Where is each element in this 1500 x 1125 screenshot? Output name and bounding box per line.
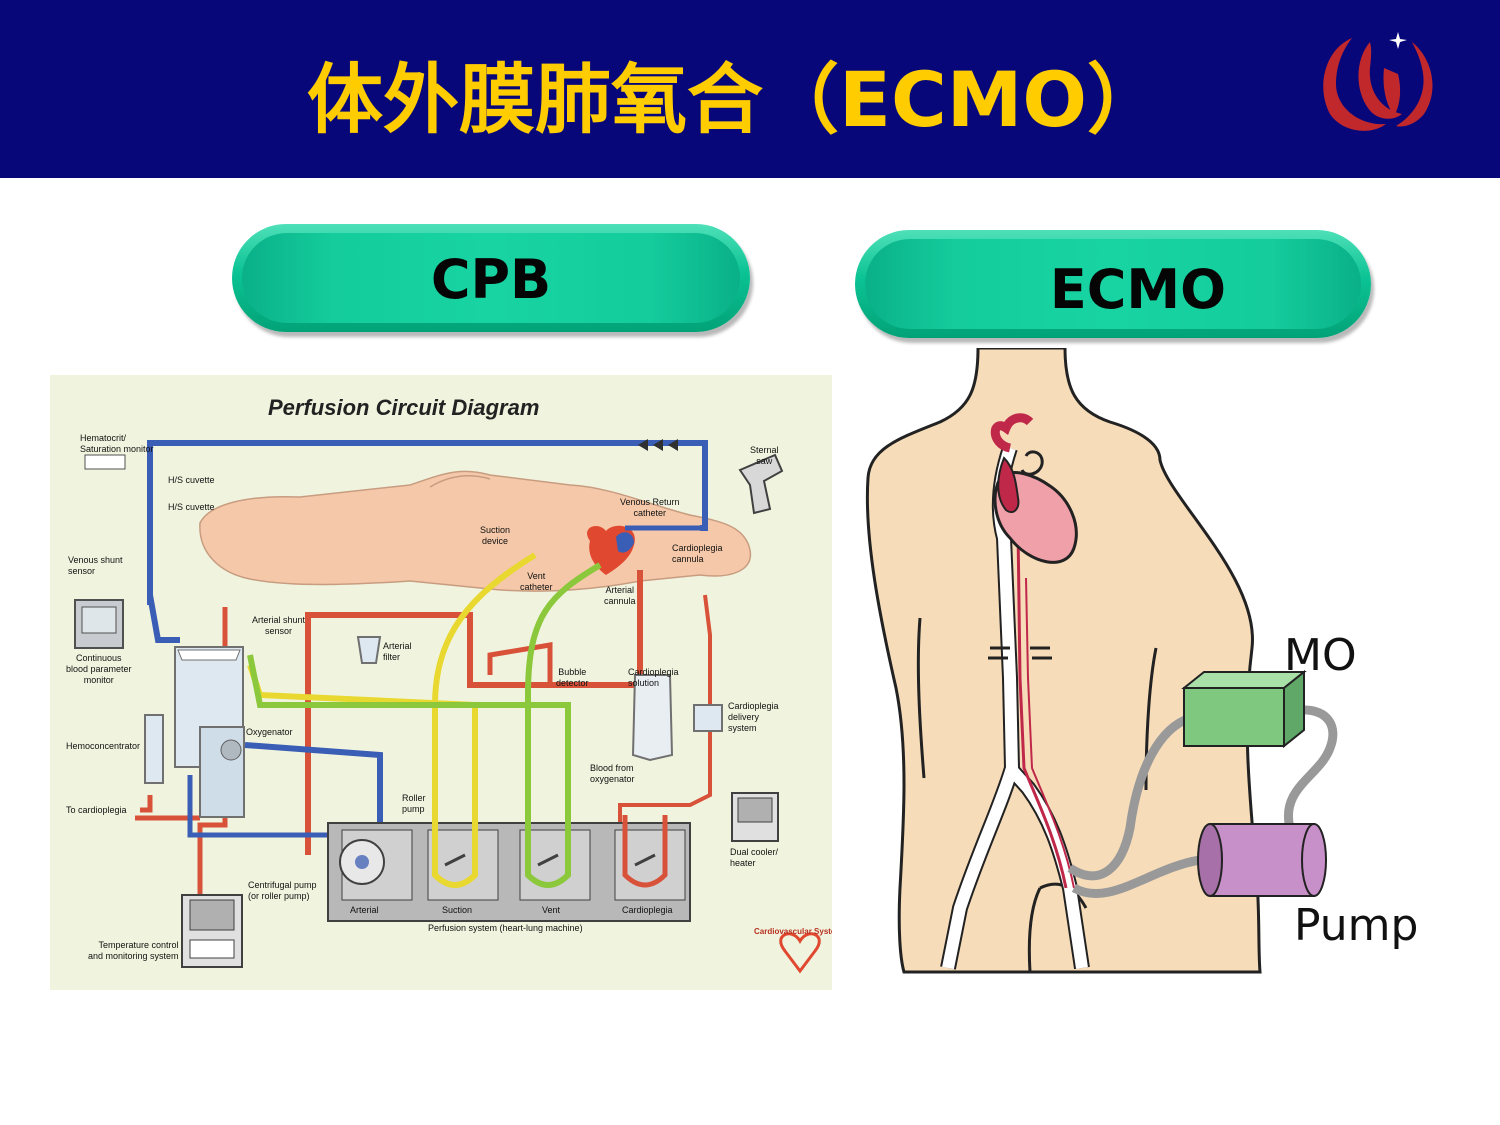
cpb-label-pill: CPB	[232, 224, 750, 332]
label-perfusion-system: Perfusion system (heart-lung machine)	[428, 923, 583, 933]
label-dual-cooler: Dual cooler/heater	[730, 847, 779, 868]
label-to-cardioplegia: To cardioplegia	[66, 805, 127, 815]
perfusion-circuit-diagram: Perfusion Circuit Diagram Hematocrit/Sat…	[50, 375, 832, 990]
label-brand: Cardiovascular Syste	[754, 927, 832, 936]
label-pump-suction: Suction	[442, 905, 473, 915]
diagram-title: Perfusion Circuit Diagram	[268, 395, 540, 420]
cpb-label: CPB	[430, 248, 552, 311]
red-swirl-logo-icon	[1323, 32, 1433, 131]
mo-label: MO	[1284, 630, 1357, 681]
slide-title: 体外膜肺氧合（ECMO）	[307, 55, 1163, 144]
ecmo-body-artwork	[865, 348, 1338, 974]
label-pump-arterial: Arterial	[350, 905, 379, 915]
label-hs-cuvette-2: H/S cuvette	[168, 502, 215, 512]
label-centrifugal-pump: Centrifugal pump(or roller pump)	[248, 880, 317, 901]
ecmo-label-pill: ECMO	[855, 230, 1371, 338]
pump-label: Pump	[1294, 900, 1419, 951]
label-hs-cuvette-1: H/S cuvette	[168, 475, 215, 485]
label-hematocrit: Hematocrit/Saturation monitor	[80, 433, 154, 454]
label-hemoconcentrator: Hemoconcentrator	[66, 741, 141, 751]
label-pump-cardioplegia: Cardioplegia	[622, 905, 673, 915]
ecmo-body-diagram: MO Pump	[860, 348, 1460, 988]
title-bar: 体外膜肺氧合（ECMO）	[0, 0, 1500, 178]
perfusion-circuit-artwork	[74, 439, 821, 974]
label-pump-vent: Vent	[542, 905, 561, 915]
label-oxygenator: Oxygenator	[246, 727, 293, 737]
ecmo-label: ECMO	[1049, 258, 1227, 321]
